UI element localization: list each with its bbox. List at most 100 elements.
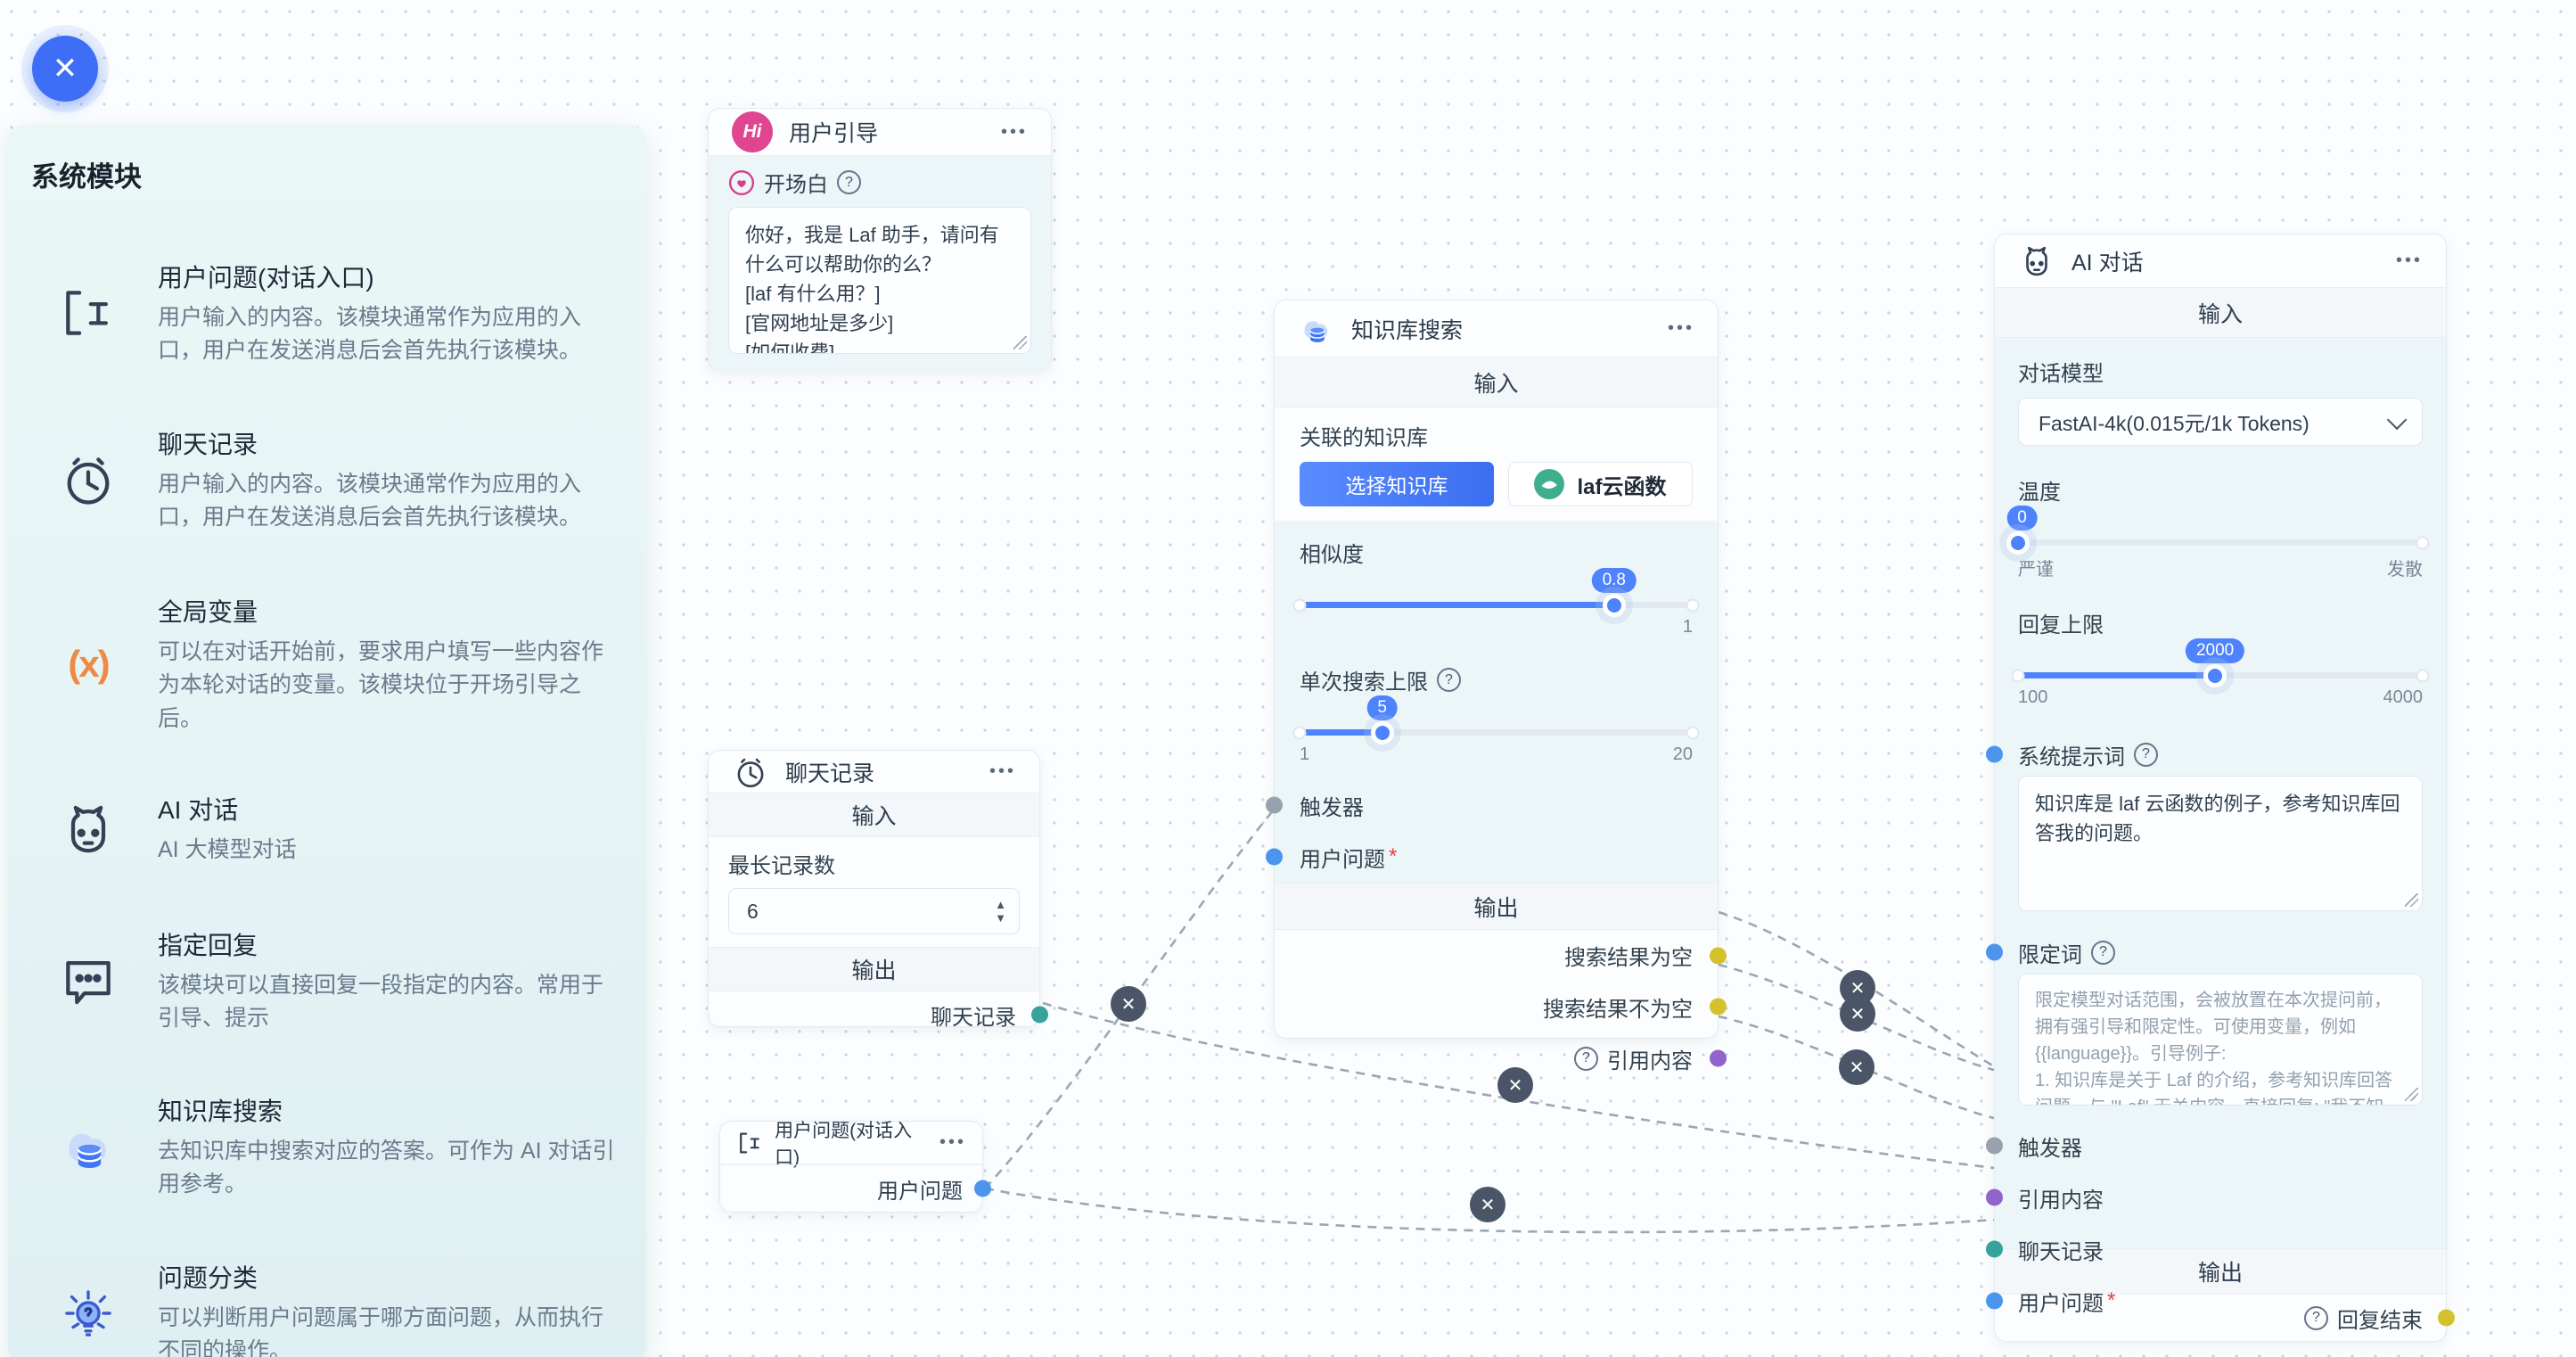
module-desc: 用户输入的内容。该模块通常作为应用的入口，用户在发送消息后会首先执行该模块。 bbox=[158, 304, 582, 364]
input-row-system-prompt: 系统提示词 ? bbox=[1986, 733, 2446, 776]
node-user-question[interactable]: 用户问题(对话入口) ••• 用户问题 bbox=[719, 1121, 991, 1213]
slider-max-label: 20 bbox=[1672, 744, 1693, 764]
similarity-slider[interactable]: 0.8 1 bbox=[1292, 568, 1700, 637]
input-handle-system-prompt[interactable] bbox=[1986, 745, 2003, 763]
help-icon[interactable]: ? bbox=[2134, 742, 2158, 767]
slider-thumb[interactable] bbox=[2006, 530, 2030, 555]
node-header[interactable]: AI 对话 ••• bbox=[1995, 234, 2446, 288]
input-handle-trigger[interactable] bbox=[1986, 1137, 2003, 1155]
module-title: 用户问题(对话入口) bbox=[158, 263, 374, 292]
model-select[interactable]: FastAI-4k(0.015元/1k Tokens) bbox=[2018, 398, 2423, 446]
input-handle-trigger[interactable] bbox=[1266, 796, 1283, 814]
input-row-quote: 引用内容 bbox=[1986, 1172, 2446, 1223]
module-title: 指定回复 bbox=[158, 931, 258, 959]
clock-icon bbox=[54, 449, 122, 510]
output-handle-chat-history[interactable] bbox=[1031, 1006, 1048, 1024]
stepper-down-icon[interactable]: ▼ bbox=[995, 911, 1006, 925]
more-menu-icon[interactable]: ••• bbox=[1667, 318, 1694, 338]
robot-icon bbox=[2026, 246, 2047, 276]
help-icon[interactable]: ? bbox=[1437, 668, 1461, 692]
module-sidebar: 系统模块 用户问题(对话入口) 用户输入的内容。该模块通常作为应用的入口，用户在… bbox=[7, 125, 647, 1357]
hi-avatar-icon: Hi bbox=[732, 111, 773, 152]
module-desc: 用户输入的内容。该模块通常作为应用的入口，用户在发送消息后会首先执行该模块。 bbox=[158, 471, 582, 530]
qualifier-textarea[interactable] bbox=[2018, 974, 2423, 1106]
node-title: AI 对话 bbox=[2071, 250, 2144, 276]
slider-thumb[interactable] bbox=[1370, 720, 1394, 744]
more-menu-icon[interactable]: ••• bbox=[1000, 121, 1028, 142]
help-icon[interactable]: ? bbox=[1574, 1046, 1598, 1071]
sidebar-item-user-question[interactable]: 用户问题(对话入口) 用户输入的内容。该模块通常作为应用的入口，用户在发送消息后… bbox=[54, 246, 623, 380]
node-user-guide[interactable]: Hi 用户引导 ••• 开场白 ? 你好，我是 Laf 助手，请问有什么可以帮助… bbox=[708, 108, 1052, 372]
sidebar-item-global-variable[interactable]: (x) 全局变量 可以在对话开始前，要求用户填写一些内容作为本轮对话的变量。该模… bbox=[54, 580, 623, 749]
node-ai-chat[interactable]: AI 对话 ••• 输入 对话模型 FastAI-4k(0.015元/1k To… bbox=[1986, 234, 2455, 1342]
node-title: 知识库搜索 bbox=[1351, 317, 1464, 343]
model-value: FastAI-4k(0.015元/1k Tokens) bbox=[2039, 412, 2309, 435]
system-prompt-textarea[interactable]: 知识库是 laf 云函数的例子，参考知识库回答我的问题。 bbox=[2018, 776, 2423, 911]
variable-icon: (x) bbox=[68, 643, 110, 685]
sidebar-item-chat-history[interactable]: 聊天记录 用户输入的内容。该模块通常作为应用的入口，用户在发送消息后会首先执行该… bbox=[54, 413, 623, 547]
input-handle-history[interactable] bbox=[1986, 1240, 2003, 1258]
sidebar-item-question-classify[interactable]: 问题分类 可以判断用户问题属于哪方面问题，从而执行不同的操作。 bbox=[54, 1246, 623, 1357]
slider-thumb[interactable] bbox=[2203, 663, 2227, 687]
input-row-history: 聊天记录 bbox=[1986, 1223, 2446, 1275]
welcome-heart-icon bbox=[728, 169, 755, 195]
model-label: 对话模型 bbox=[2018, 362, 2104, 386]
output-section-header: 输出 bbox=[709, 947, 1039, 991]
node-header[interactable]: 聊天记录 ••• bbox=[709, 751, 1039, 794]
edge-delete-button[interactable]: ✕ bbox=[1840, 996, 1875, 1032]
slider-value-bubble: 0.8 bbox=[1591, 568, 1637, 593]
node-header[interactable]: 用户问题(对话入口) ••• bbox=[720, 1121, 982, 1168]
slider-min-label: 1 bbox=[1300, 744, 1310, 764]
output-section-header: 输出 bbox=[1275, 883, 1718, 930]
chevron-down-icon bbox=[2386, 409, 2408, 431]
output-handle-quote[interactable] bbox=[1710, 1049, 1727, 1067]
node-header[interactable]: 知识库搜索 ••• bbox=[1275, 300, 1718, 358]
temperature-slider[interactable]: 0 严谨发散 bbox=[2006, 506, 2430, 580]
output-handle-user-question[interactable] bbox=[974, 1180, 991, 1197]
max-records-input[interactable]: 6 ▲ ▼ bbox=[728, 888, 1020, 934]
welcome-textarea[interactable]: 你好，我是 Laf 助手，请问有什么可以帮助你的么？ [laf 有什么用？] [… bbox=[728, 207, 1031, 354]
edge-delete-button[interactable]: ✕ bbox=[1111, 986, 1146, 1022]
help-icon[interactable]: ? bbox=[2304, 1305, 2328, 1330]
more-menu-icon[interactable]: ••• bbox=[2395, 251, 2423, 270]
output-handle-empty[interactable] bbox=[1710, 947, 1727, 964]
module-desc: AI 大模型对话 bbox=[158, 837, 297, 863]
output-handle-done[interactable] bbox=[2438, 1309, 2455, 1327]
node-title: 用户问题(对话入口) bbox=[775, 1120, 913, 1168]
module-title: AI 对话 bbox=[158, 796, 239, 825]
input-handle-quote[interactable] bbox=[1986, 1188, 2003, 1206]
select-kb-button[interactable]: 选择知识库 bbox=[1300, 462, 1494, 506]
help-icon[interactable]: ? bbox=[837, 170, 861, 194]
edge-delete-button[interactable]: ✕ bbox=[1839, 1049, 1875, 1085]
input-handle-question[interactable] bbox=[1266, 848, 1283, 866]
sidebar-item-ai-chat[interactable]: AI 对话 AI 大模型对话 bbox=[54, 780, 623, 878]
number-stepper[interactable]: ▲ ▼ bbox=[995, 892, 1006, 930]
node-title: 用户引导 bbox=[789, 121, 879, 146]
slider-value-bubble: 0 bbox=[2006, 506, 2038, 530]
edge-delete-button[interactable]: ✕ bbox=[1470, 1187, 1505, 1222]
sidebar-item-kb-search[interactable]: 知识库搜索 去知识库中搜索对应的答案。可作为 AI 对话引用参考。 bbox=[54, 1080, 623, 1213]
welcome-label: 开场白 bbox=[764, 173, 828, 197]
search-limit-label: 单次搜索上限 bbox=[1300, 670, 1428, 695]
node-header[interactable]: Hi 用户引导 ••• bbox=[709, 109, 1051, 156]
sidebar-item-fixed-reply[interactable]: 指定回复 该模块可以直接回复一段指定的内容。常用于引导、提示 bbox=[54, 914, 623, 1048]
node-chat-history[interactable]: 聊天记录 ••• 输入 最长记录数 6 ▲ ▼ 输出 聊天记录 bbox=[708, 750, 1048, 1030]
input-handle-qualifier[interactable] bbox=[1986, 943, 2003, 961]
stepper-up-icon[interactable]: ▲ bbox=[995, 898, 1006, 911]
input-handle-question[interactable] bbox=[1986, 1292, 2003, 1310]
module-title: 问题分类 bbox=[158, 1263, 258, 1292]
output-row-quote: ? 引用内容 bbox=[1275, 1032, 1727, 1084]
output-handle-not-empty[interactable] bbox=[1710, 998, 1727, 1016]
help-icon[interactable]: ? bbox=[2091, 940, 2115, 965]
input-section-header: 输入 bbox=[1275, 358, 1718, 407]
node-kb-search[interactable]: 知识库搜索 ••• 输入 关联的知识库 选择知识库 laf云函数 相似度 0.8… bbox=[1266, 300, 1727, 1073]
kb-tag-laf[interactable]: laf云函数 bbox=[1508, 462, 1693, 506]
more-menu-icon[interactable]: ••• bbox=[989, 761, 1016, 781]
slider-max-label: 1 bbox=[1682, 617, 1693, 637]
close-editor-button[interactable]: ✕ bbox=[32, 36, 98, 102]
more-menu-icon[interactable]: ••• bbox=[939, 1132, 966, 1152]
slider-thumb[interactable] bbox=[1602, 593, 1626, 617]
